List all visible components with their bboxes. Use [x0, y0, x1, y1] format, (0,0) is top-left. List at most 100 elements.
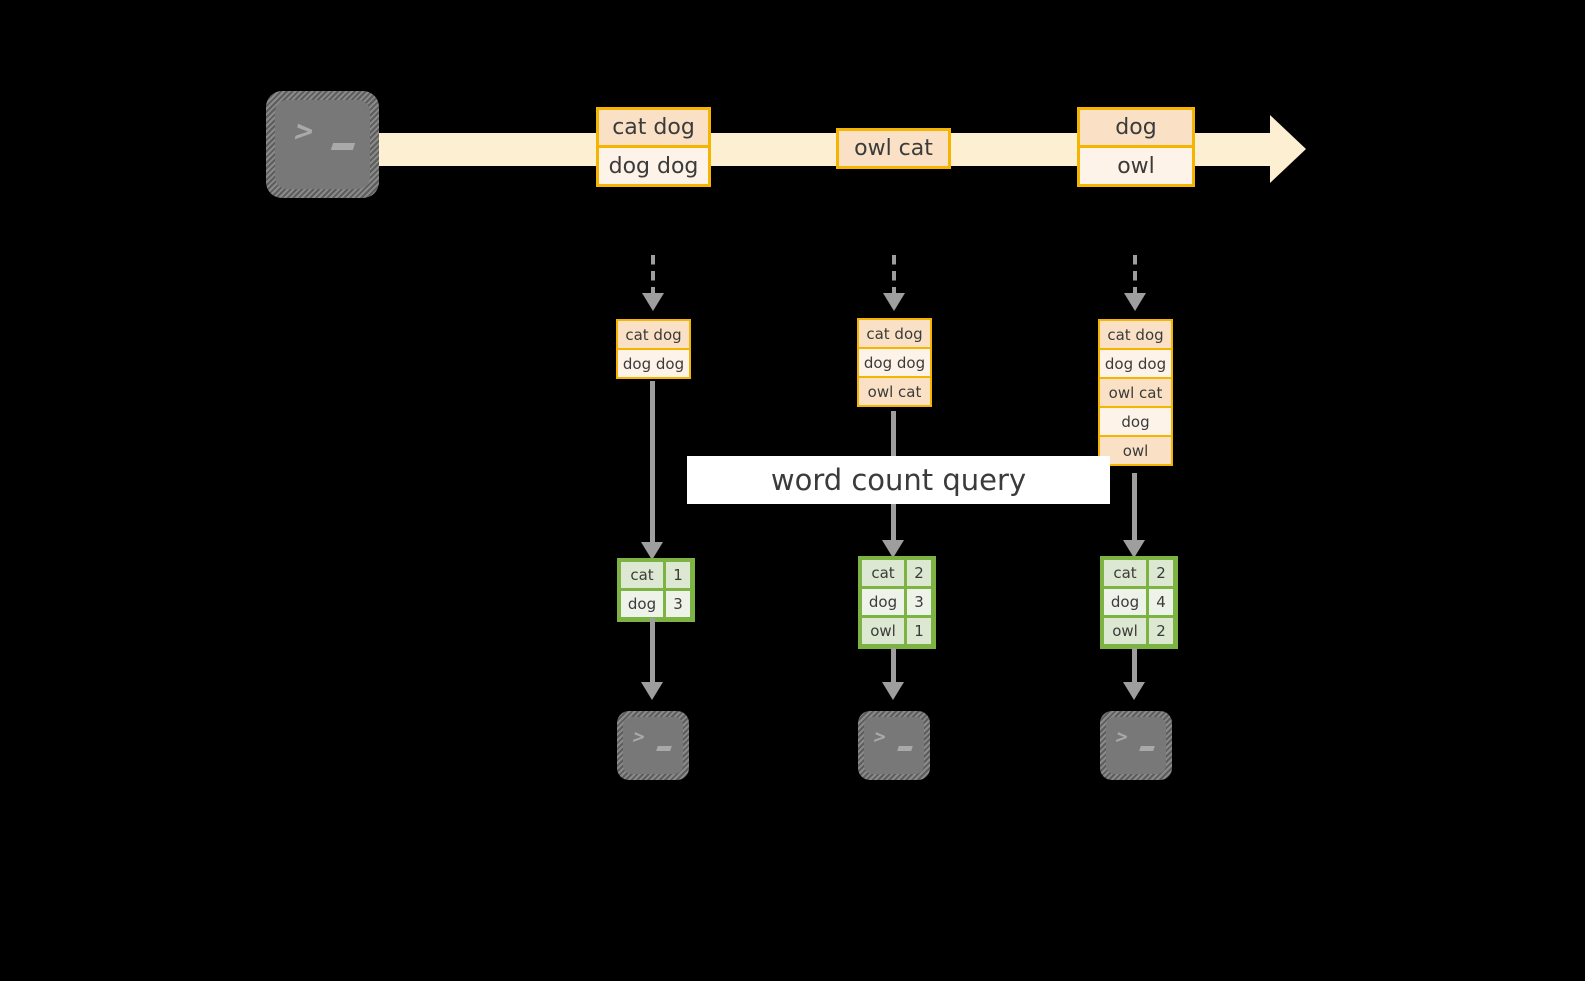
result-word-cell: dog [1102, 587, 1148, 617]
accumulated-text: owl [1122, 441, 1149, 460]
snapshot-2-accumulated-row[interactable]: owl cat [857, 376, 932, 407]
count-text: 1 [914, 622, 924, 640]
word-text: dog [1110, 593, 1140, 611]
word-text: owl [870, 622, 896, 640]
message-text: owl cat [854, 136, 933, 161]
table-row[interactable]: dog 3 [619, 589, 692, 619]
table-row[interactable]: owl 1 [860, 616, 933, 646]
result-word-cell: dog [860, 587, 906, 617]
message-text: dog [1115, 115, 1157, 140]
table-row[interactable]: dog 4 [1102, 587, 1175, 617]
word-text: cat [871, 564, 895, 582]
result-word-cell: cat [860, 558, 906, 588]
snapshot-3-sink-line [1132, 648, 1137, 687]
word-text: owl [1112, 622, 1138, 640]
snapshot-1-accumulated-row[interactable]: cat dog [616, 319, 691, 350]
result-word-cell: cat [619, 560, 665, 590]
result-word-cell: dog [619, 589, 665, 619]
result-count-cell: 2 [1147, 616, 1175, 646]
accumulated-text: dog dog [1104, 354, 1167, 373]
accumulated-text: cat dog [1107, 325, 1164, 344]
count-text: 2 [1156, 564, 1166, 582]
snapshot-1-result-table: cat 1 dog 3 [617, 558, 695, 622]
result-word-cell: owl [1102, 616, 1148, 646]
snapshot-1-query-arrowhead-icon [641, 542, 663, 560]
stream-event-1-message-2[interactable]: dog dog [596, 145, 711, 187]
snapshot-2-feed-line [892, 255, 896, 294]
snapshot-1-sink-line [650, 618, 655, 687]
accumulated-text: dog dog [622, 354, 685, 373]
result-count-cell: 2 [905, 558, 933, 588]
accumulated-text: cat dog [625, 325, 682, 344]
stream-event-3-message-2[interactable]: owl [1077, 145, 1195, 187]
count-text: 3 [673, 595, 683, 613]
message-text: owl [1117, 153, 1155, 179]
table-row[interactable]: cat 2 [1102, 558, 1175, 588]
sink-cursor-icon [1139, 746, 1155, 751]
stream-event-2-message-1[interactable]: owl cat [836, 128, 951, 169]
count-text: 1 [673, 566, 683, 584]
accumulated-text: dog dog [863, 353, 926, 372]
stream-arrowhead-icon [1270, 115, 1306, 183]
source-terminal-screen [275, 100, 370, 189]
snapshot-2-accumulated-row[interactable]: cat dog [857, 318, 932, 349]
query-label: word count query [687, 456, 1110, 504]
snapshot-3-query-arrowhead-icon [1123, 540, 1145, 558]
accumulated-text: cat dog [866, 324, 923, 343]
snapshot-2-sink-arrowhead-icon [882, 682, 904, 700]
count-text: 4 [1156, 593, 1166, 611]
snapshot-3-accumulated-row[interactable]: dog dog [1098, 348, 1173, 379]
snapshot-2-sink-terminal-icon[interactable]: > [858, 711, 930, 780]
word-text: cat [1113, 564, 1137, 582]
count-text: 2 [1156, 622, 1166, 640]
snapshot-3-feed-arrowhead-icon [1124, 293, 1146, 311]
table-row[interactable]: dog 3 [860, 587, 933, 617]
result-count-cell: 1 [664, 560, 692, 590]
sink-terminal-screen [623, 717, 683, 774]
table-row[interactable]: cat 1 [619, 560, 692, 590]
snapshot-2-feed-arrowhead-icon [883, 293, 905, 311]
result-word-cell: cat [1102, 558, 1148, 588]
word-text: dog [627, 595, 657, 613]
accumulated-text: owl cat [1108, 383, 1163, 402]
snapshot-3-sink-arrowhead-icon [1123, 682, 1145, 700]
count-text: 3 [914, 593, 924, 611]
snapshot-3-result-table: cat 2 dog 4 owl 2 [1100, 556, 1178, 649]
snapshot-3-sink-terminal-icon[interactable]: > [1100, 711, 1172, 780]
snapshot-3-accumulated-row[interactable]: owl [1098, 435, 1173, 466]
sink-cursor-icon [656, 746, 672, 751]
snapshot-3-accumulated-stack: cat dog dog dog owl cat dog owl [1098, 319, 1173, 466]
snapshot-1-feed-arrowhead-icon [642, 293, 664, 311]
snapshot-2-sink-line [891, 648, 896, 687]
count-text: 2 [914, 564, 924, 582]
stream-event-1-message-1[interactable]: cat dog [596, 107, 711, 148]
snapshot-3-accumulated-row[interactable]: cat dog [1098, 319, 1173, 350]
source-terminal-icon[interactable]: > [266, 91, 379, 198]
table-row[interactable]: cat 2 [860, 558, 933, 588]
snapshot-2-query-arrowhead-icon [882, 540, 904, 558]
snapshot-3-accumulated-row[interactable]: dog [1098, 406, 1173, 437]
snapshot-1-sink-arrowhead-icon [641, 682, 663, 700]
snapshot-2-accumulated-row[interactable]: dog dog [857, 347, 932, 378]
snapshot-1-sink-terminal-icon[interactable]: > [617, 711, 689, 780]
table-row[interactable]: owl 2 [1102, 616, 1175, 646]
snapshot-3-feed-line [1133, 255, 1137, 294]
source-cursor-icon [330, 143, 356, 150]
snapshot-3-accumulated-row[interactable]: owl cat [1098, 377, 1173, 408]
snapshot-1-query-line [650, 381, 655, 553]
snapshot-1-accumulated-row[interactable]: dog dog [616, 348, 691, 379]
message-text: dog dog [608, 153, 699, 179]
sink-cursor-icon [897, 746, 913, 751]
query-label-text: word count query [770, 463, 1027, 497]
snapshot-3-query-line [1132, 473, 1137, 551]
accumulated-text: dog [1121, 412, 1150, 431]
result-count-cell: 2 [1147, 558, 1175, 588]
sink-terminal-screen [864, 717, 924, 774]
result-count-cell: 3 [905, 587, 933, 617]
snapshot-2-result-table: cat 2 dog 3 owl 1 [858, 556, 936, 649]
stream-event-3-message-1[interactable]: dog [1077, 107, 1195, 148]
word-text: dog [868, 593, 898, 611]
snapshot-2-accumulated-stack: cat dog dog dog owl cat [857, 318, 932, 407]
message-text: cat dog [612, 115, 695, 140]
